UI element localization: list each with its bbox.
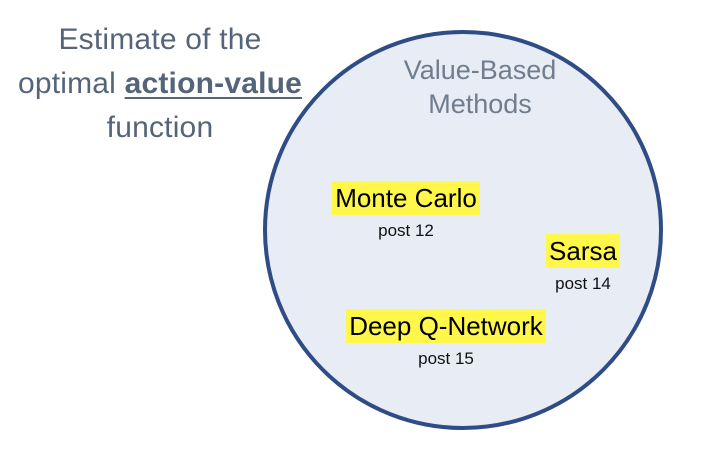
method-name: Sarsa [546,234,620,268]
method-deep-q-network: Deep Q-Network post 15 [326,309,566,371]
circle-title-line-2: Methods [428,89,532,119]
method-post-ref: post 14 [555,274,611,293]
circle-title: Value-Based Methods [380,53,580,121]
method-monte-carlo: Monte Carlo post 12 [306,181,506,243]
caption-line-2: optimal action-value [0,62,320,106]
method-name: Monte Carlo [332,181,480,215]
method-name: Deep Q-Network [346,309,546,343]
caption-line-2-prefix: optimal [17,67,125,100]
method-sarsa: Sarsa post 14 [528,234,638,296]
method-post-ref: post 15 [418,349,474,368]
caption-line-1: Estimate of the [58,23,262,56]
caption-emphasis: action-value [124,67,303,100]
diagram-caption: Estimate of the optimal action-value fun… [0,18,320,150]
caption-line-3: function [106,111,214,144]
circle-title-line-1: Value-Based [403,55,557,85]
method-post-ref: post 12 [378,221,434,240]
